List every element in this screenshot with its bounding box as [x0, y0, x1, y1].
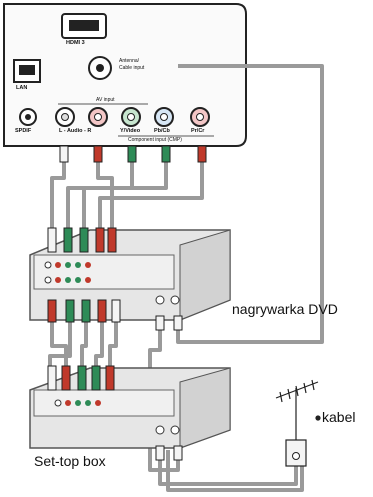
- pr-label: Pr/Cr: [191, 128, 205, 134]
- component-label: Component input (CMP): [128, 137, 182, 143]
- tv-plugs: [59, 145, 207, 163]
- antenna-label: Antenna/ Cable input: [119, 58, 145, 71]
- lan-label: LAN: [16, 85, 28, 91]
- pb-label: Pb/Cb: [154, 128, 170, 134]
- av-input-label: AV input: [96, 97, 115, 103]
- hdmi-label: HDMI 3: [66, 40, 85, 46]
- spdif-label: SPDIF: [15, 128, 32, 134]
- video-label: Y/Video: [120, 128, 141, 134]
- tv-back-panel: [3, 3, 247, 147]
- antenna-icon: [275, 379, 321, 440]
- dvd-recorder-label: nagrywarka DVD: [232, 301, 338, 317]
- dvd-recorder: [29, 227, 231, 331]
- set-top-box: [29, 365, 231, 461]
- set-top-box-label: Set-top box: [34, 453, 106, 469]
- dvd-jacks: [44, 261, 91, 284]
- cable-label: kabel: [322, 409, 356, 425]
- cables: [48, 64, 324, 492]
- antenna-cable-tv: [176, 64, 324, 344]
- wall-socket-icon: [285, 439, 307, 467]
- audio-label: L - Audio - R: [59, 128, 92, 134]
